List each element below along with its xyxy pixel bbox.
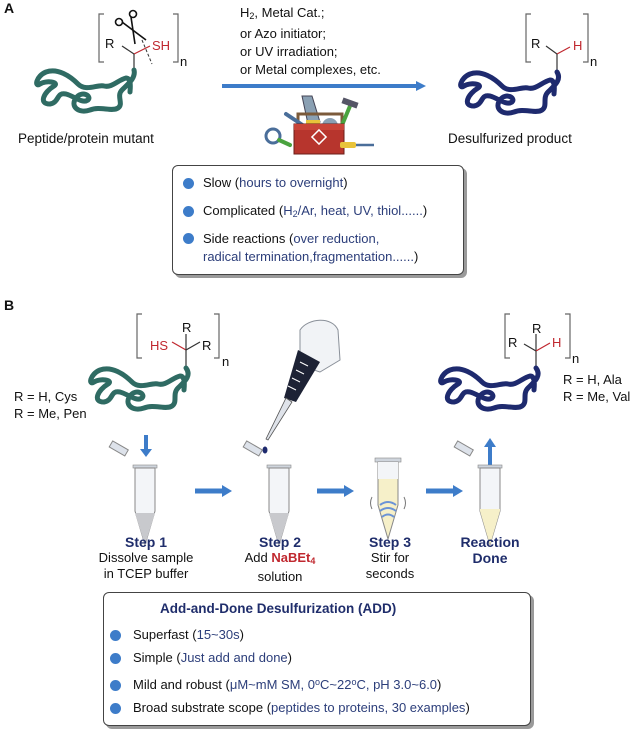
step-1-title: Step 1 [124, 534, 167, 550]
ala-peptide-structure [438, 313, 571, 412]
drawback-complicated: Complicated (H2/Ar, heat, UV, thiol.....… [203, 203, 428, 219]
panel-b-label: B [4, 297, 15, 313]
step-3-line2: seconds [365, 566, 415, 581]
peptide-chain-teal [88, 365, 191, 412]
reaction-arrow [222, 81, 426, 91]
condition-line-1: H2, Metal Cat.; [240, 5, 325, 21]
arrow-step3-done [426, 485, 463, 497]
advantage-superfast: Superfast (15~30s) [133, 627, 244, 642]
bullet-icon [110, 630, 121, 641]
step-reaction-done: Reaction Done [440, 534, 540, 566]
drawback-slow: Slow (hours to overnight) [203, 175, 348, 190]
left-bracket [98, 13, 104, 63]
tube-reaction-done [453, 440, 503, 547]
step-1-line2: in TCEP buffer [103, 566, 189, 581]
peptide-chain-navy [458, 69, 562, 116]
add-advantages-box: Add-and-Done Desulfurization (ADD) Super… [103, 592, 531, 726]
product-h-label: H [552, 335, 562, 350]
pipette-icon [262, 319, 341, 454]
advantage-broad-scope: Broad substrate scope (peptides to prote… [133, 700, 470, 715]
repeat-n: n [222, 354, 230, 369]
peptide-chain-navy [438, 365, 541, 412]
workflow-graphics [108, 435, 503, 547]
arrow-step1-2 [195, 485, 232, 497]
reaction-conditions: H2, Metal Cat.; or Azo initiator; or UV … [240, 4, 381, 79]
product-repeat-n: n [572, 351, 580, 366]
tube-step-3 [370, 457, 406, 541]
step-2-line1: Add NaBEt4 [244, 550, 316, 566]
hs-label: HS [150, 338, 169, 353]
condition-line-3: or UV irradiation; [240, 44, 338, 59]
r-right-label: R [202, 338, 212, 353]
legend-val: R = Me, Val [563, 389, 631, 404]
step-2: Step 2 Add NaBEt4 solution [220, 534, 340, 585]
step-1-line1: Dissolve sample [98, 550, 194, 565]
advantage-mild: Mild and robust (μM~mM SM, 0oC~22oC, pH … [133, 677, 442, 692]
r-top-label: R [182, 320, 192, 335]
product-r-top: R [532, 321, 542, 336]
reactant-r-legend: R = H, Cys R = Me, Pen [14, 388, 87, 422]
cys-peptide-structure [88, 313, 220, 412]
legend-pen: R = Me, Pen [14, 406, 87, 421]
product-r-legend: R = H, Ala R = Me, Val [563, 371, 630, 405]
advantage-simple: Simple (Just add and done) [133, 650, 293, 665]
done-title-2: Done [472, 550, 508, 566]
product-repeat-n: n [590, 54, 598, 69]
bullet-icon [110, 680, 121, 691]
bullet-icon [183, 206, 194, 217]
reactant-caption: Peptide/protein mutant [18, 131, 154, 146]
step-3: Step 3 Stir for seconds [340, 534, 440, 582]
droplet [262, 446, 268, 454]
bullet-icon [110, 703, 121, 714]
peptide-chain-teal [34, 67, 137, 114]
step-2-line2: solution [257, 569, 303, 584]
sh-label: SH [152, 38, 171, 53]
legend-cys: R = H, Cys [14, 389, 78, 404]
step-1: Step 1 Dissolve sample in TCEP buffer [84, 534, 208, 582]
product-h-label: H [573, 38, 583, 53]
right-bracket [173, 13, 179, 63]
step-2-title: Step 2 [258, 534, 301, 550]
desulfurized-product-structure [458, 13, 589, 116]
toolbox-icon [264, 95, 374, 155]
product-r-left: R [508, 335, 518, 350]
repeat-n: n [180, 54, 188, 69]
drawbacks-box: Slow (hours to overnight) Complicated (H… [172, 165, 464, 275]
legend-ala: R = H, Ala [563, 372, 622, 387]
r-label: R [105, 36, 115, 51]
bullet-icon [183, 233, 194, 244]
add-box-title: Add-and-Done Desulfurization (ADD) [160, 601, 397, 616]
drawback-side-reactions: Side reactions (over reduction,radical t… [203, 231, 419, 264]
product-caption: Desulfurized product [448, 131, 572, 146]
step-3-line1: Stir for [370, 550, 410, 565]
condition-line-4: or Metal complexes, etc. [240, 62, 381, 77]
condition-line-2: or Azo initiator; [240, 26, 326, 41]
tube-step-1 [108, 440, 158, 547]
bullet-icon [110, 653, 121, 664]
product-r-label: R [531, 36, 541, 51]
bullet-icon [183, 178, 194, 189]
panel-a-label: A [4, 0, 15, 16]
step-3-title: Step 3 [368, 534, 411, 550]
tube-step-2 [242, 440, 292, 547]
scissors-icon [114, 9, 147, 45]
done-title: Reaction [460, 534, 520, 550]
peptide-mutant-structure [34, 9, 179, 114]
arrow-step2-3 [317, 485, 354, 497]
